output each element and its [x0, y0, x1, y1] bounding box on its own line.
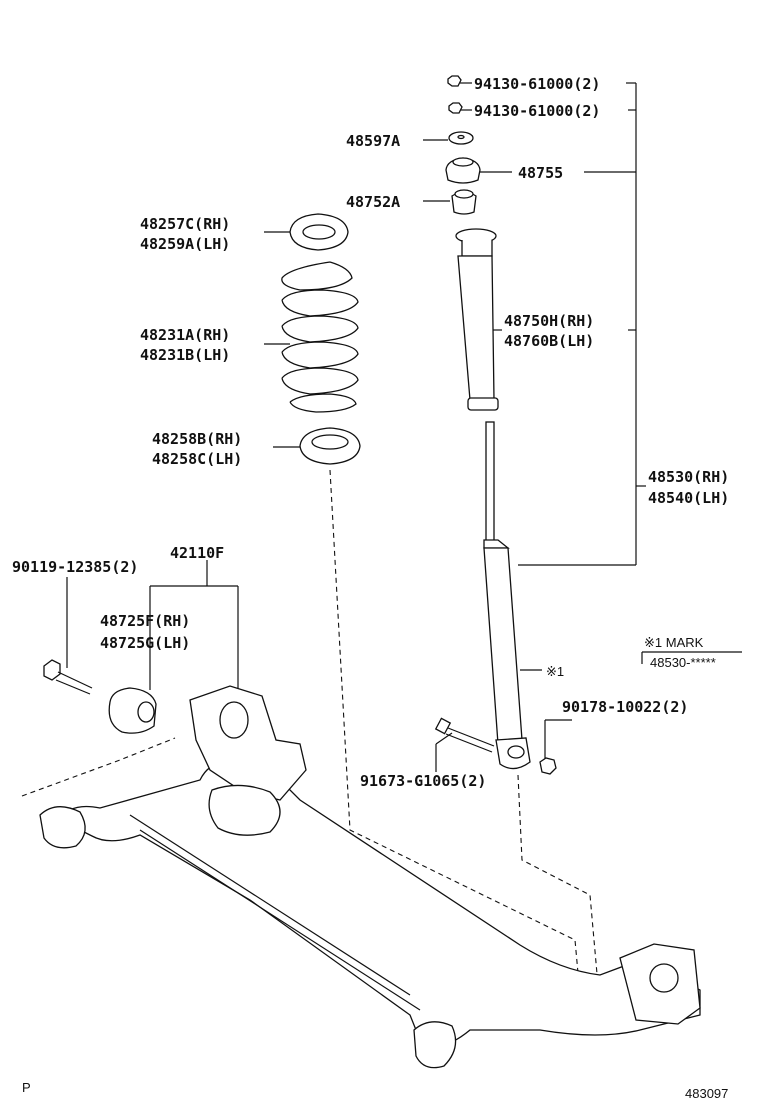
lower-nut-icon: [448, 102, 463, 114]
mark-title: ※1 MARK: [644, 635, 704, 650]
beam-bolt-icon: [43, 659, 93, 695]
label-insulator-upper-lh: 48259A(LH): [140, 235, 230, 253]
coil-spring-icon: [281, 261, 359, 413]
label-bushing-rh: 48725F(RH): [100, 612, 190, 630]
shock-support-icon: [445, 157, 481, 184]
label-coil-spring-lh: 48231B(LH): [140, 346, 230, 364]
label-bolt-beam: 90119-12385(2): [12, 558, 138, 576]
washer-icon: [448, 131, 474, 145]
absorber-bolt-icon: [434, 717, 495, 753]
bound-stopper-icon: [455, 228, 499, 411]
label-absorber-nut: 90178-10022(2): [562, 698, 688, 716]
label-absorber-bolt: 91673-G1065(2): [360, 772, 486, 790]
retainer-icon: [451, 189, 477, 215]
label-bumper-rh: 48750H(RH): [504, 312, 594, 330]
label-coil-spring-rh: 48231A(RH): [140, 326, 230, 344]
bushing-icon: [108, 687, 157, 734]
label-bumper-lh: 48760B(LH): [504, 332, 594, 350]
dashed-guide-lines: [21, 469, 599, 996]
rear-axle-beam-icon: [39, 685, 701, 1069]
label-insulator-lower-rh: 48258B(RH): [152, 430, 242, 448]
label-washer: 48597A: [346, 132, 400, 150]
diagram-number: 483097: [685, 1086, 728, 1101]
upper-nut-icon: [447, 75, 462, 87]
label-bushing-lh: 48725G(LH): [100, 634, 190, 652]
label-absorber-lh: 48540(LH): [648, 489, 729, 507]
leader-lines: [66, 82, 742, 772]
lower-insulator-icon: [299, 427, 361, 465]
corner-left-label: P: [22, 1080, 31, 1095]
mark-value: 48530-*****: [650, 655, 716, 670]
label-support: 48755: [518, 164, 563, 182]
label-axle-beam: 42110F: [170, 544, 224, 562]
mark-callout: ※1: [546, 664, 564, 679]
label-insulator-upper-rh: 48257C(RH): [140, 215, 230, 233]
label-absorber-rh: 48530(RH): [648, 468, 729, 486]
label-nut-lower: 94130-61000(2): [474, 102, 600, 120]
label-insulator-lower-lh: 48258C(LH): [152, 450, 242, 468]
label-retainer: 48752A: [346, 193, 400, 211]
absorber-nut-icon: [539, 757, 557, 775]
label-nut-upper: 94130-61000(2): [474, 75, 600, 93]
upper-insulator-icon: [289, 213, 349, 251]
shock-absorber-icon: [483, 421, 531, 770]
